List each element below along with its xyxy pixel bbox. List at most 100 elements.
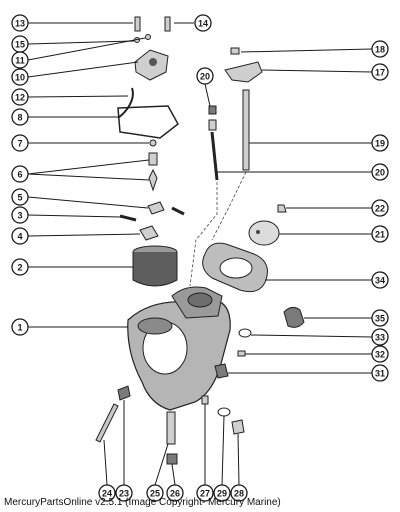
washer-33 — [238, 328, 252, 338]
callout-14: 14 — [194, 14, 212, 32]
svg-text:20: 20 — [375, 168, 385, 178]
callout-12: 12 — [11, 88, 29, 106]
svg-text:8: 8 — [17, 113, 22, 123]
screw-21b — [208, 119, 217, 131]
plug-35 — [283, 306, 305, 328]
callout-24: 23 — [115, 484, 133, 502]
callout-5: 5 — [11, 188, 29, 206]
svg-text:24: 24 — [102, 489, 112, 499]
svg-text:17: 17 — [375, 68, 385, 78]
gasket-8 — [117, 105, 179, 139]
pin-right — [171, 206, 185, 216]
part-drawings — [95, 16, 305, 465]
callout-22: 21 — [371, 225, 389, 243]
callout-35: 35 — [371, 309, 389, 327]
callout-33: 33 — [371, 328, 389, 346]
washer-9 — [145, 34, 151, 40]
svg-text:4: 4 — [17, 232, 22, 242]
callout-11: 11 — [11, 51, 29, 69]
svg-text:35: 35 — [375, 314, 385, 324]
callout-23: 22 — [371, 199, 389, 217]
cover-plate-22 — [248, 220, 280, 246]
needle-24 — [117, 385, 131, 401]
callout-2: 2 — [11, 258, 29, 276]
screw-23 — [277, 204, 287, 213]
svg-text:3: 3 — [17, 211, 22, 221]
callout-8: 8 — [11, 108, 29, 126]
svg-text:27: 27 — [200, 489, 210, 499]
assembly-dash-2 — [211, 171, 247, 241]
screw-14 — [164, 16, 171, 32]
svg-text:29: 29 — [217, 489, 227, 499]
pin-3 — [119, 214, 137, 222]
fuel-line-12 — [117, 87, 134, 119]
svg-text:25: 25 — [150, 489, 160, 499]
svg-text:12: 12 — [15, 93, 25, 103]
mixture-screw-25 — [95, 403, 119, 443]
callout-25: 24 — [98, 484, 116, 502]
svg-text:13: 13 — [15, 19, 25, 29]
choke-shaft-20 — [210, 131, 219, 181]
svg-text:2: 2 — [17, 263, 22, 273]
callout-19: 19 — [371, 134, 389, 152]
float-2-body — [132, 252, 178, 287]
svg-text:23: 23 — [119, 489, 129, 499]
jet-27 — [166, 453, 178, 465]
callout-17: 17 — [371, 63, 389, 81]
callout-markers: 13 14 15 11 10 12 8 7 6 5 3 4 2 1 20 18 … — [11, 14, 389, 502]
svg-text:5: 5 — [17, 193, 22, 203]
spring-31 — [214, 363, 229, 379]
bushing-21 — [208, 105, 217, 115]
cover-hole — [256, 230, 260, 234]
svg-text:32: 32 — [375, 350, 385, 360]
svg-text:28: 28 — [234, 489, 244, 499]
nozzle-26 — [166, 411, 176, 445]
callout-13: 13 — [11, 14, 29, 32]
screw-32 — [237, 350, 246, 357]
screw-13 — [134, 16, 141, 32]
callout-18: 18 — [371, 40, 389, 58]
copyright-footer: MercuryPartsOnline v2.5.1 (Image Copyrig… — [4, 497, 281, 508]
svg-text:15: 15 — [15, 40, 25, 50]
callout-1: 1 — [11, 318, 29, 336]
gasket-30 — [217, 407, 231, 417]
callout-27: 26 — [166, 484, 184, 502]
flange-gasket-opening — [219, 257, 253, 279]
callout-26: 25 — [146, 484, 164, 502]
callout-31: 31 — [371, 364, 389, 382]
svg-text:7: 7 — [17, 139, 22, 149]
callout-7: 7 — [11, 134, 29, 152]
svg-text:20: 20 — [200, 72, 210, 82]
throttle-lever-17 — [224, 61, 263, 83]
callout-6: 6 — [11, 165, 29, 183]
svg-text:14: 14 — [198, 19, 208, 29]
svg-text:1: 1 — [17, 323, 22, 333]
svg-text:18: 18 — [375, 45, 385, 55]
callout-29: 28 — [230, 484, 248, 502]
svg-text:11: 11 — [15, 56, 25, 66]
callout-10: 10 — [11, 68, 29, 86]
screw-18 — [230, 47, 240, 55]
screw-28 — [201, 395, 209, 405]
leader-lines — [27, 22, 373, 486]
svg-text:10: 10 — [15, 73, 25, 83]
float-hinge-4 — [139, 225, 159, 241]
needle-6 — [148, 152, 158, 166]
svg-text:6: 6 — [17, 170, 22, 180]
assembly-dash-1 — [189, 182, 218, 287]
svg-text:19: 19 — [375, 139, 385, 149]
callout-20: 20 — [371, 163, 389, 181]
seat-7 — [149, 139, 157, 147]
callout-15: 15 — [11, 35, 29, 53]
needle-tip — [148, 168, 158, 192]
throttle-shaft-19 — [242, 89, 250, 171]
svg-text:34: 34 — [375, 276, 385, 286]
plug-29 — [231, 419, 245, 435]
fitting-hole — [149, 58, 157, 66]
carburetor-body-1 — [127, 286, 231, 411]
svg-text:21: 21 — [375, 230, 385, 240]
callout-34: 34 — [371, 271, 389, 289]
callout-21: 20 — [196, 67, 214, 85]
callout-30: 29 — [213, 484, 231, 502]
callout-28: 27 — [196, 484, 214, 502]
